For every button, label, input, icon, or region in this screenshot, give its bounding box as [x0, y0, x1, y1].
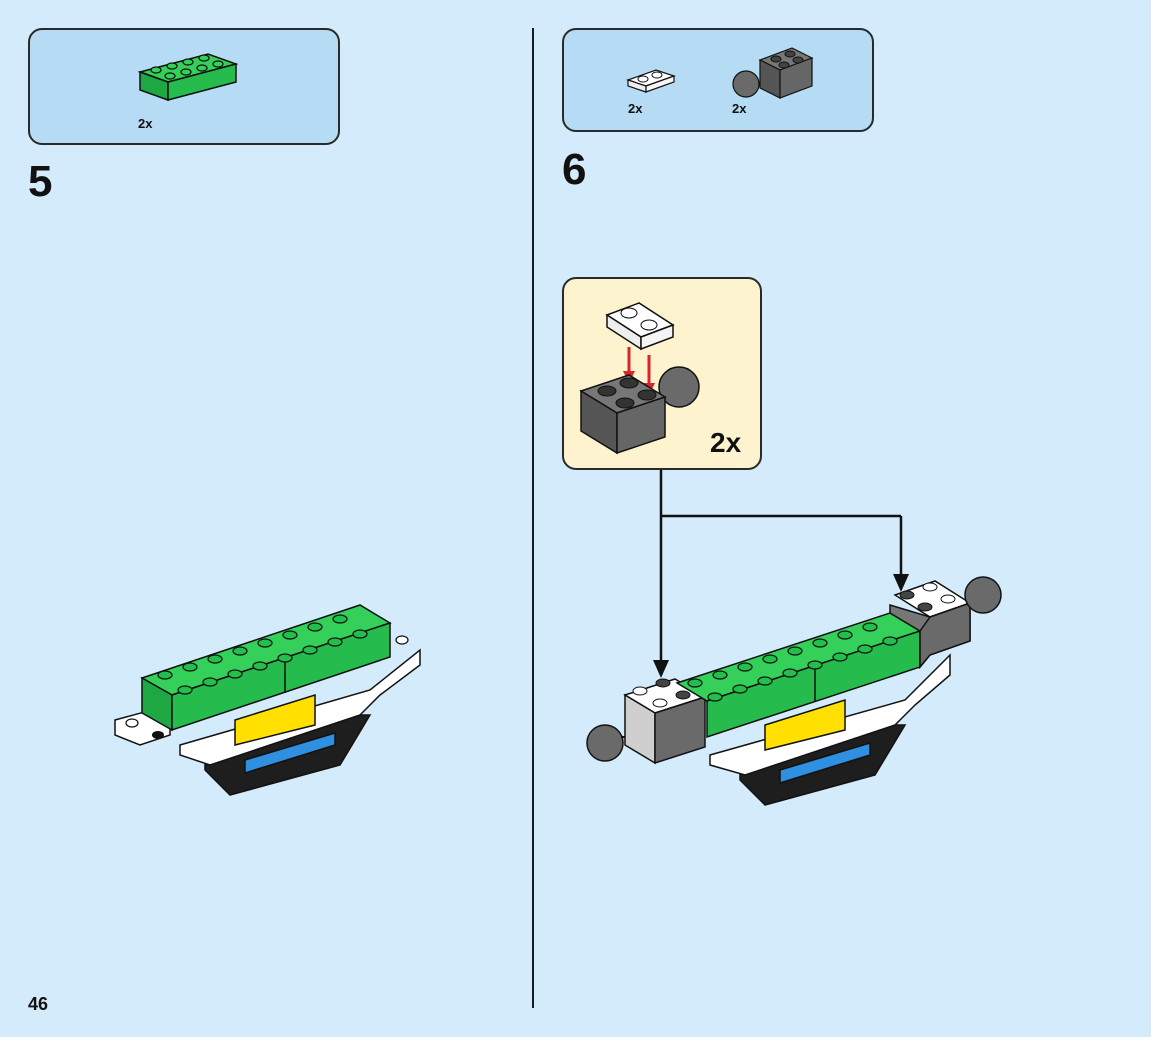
model-step-6 — [586, 576, 1002, 806]
white-plate-icon — [626, 69, 676, 93]
part-qty: 2x — [138, 116, 153, 131]
part-qty: 2x — [732, 101, 747, 116]
part-qty: 2x — [628, 101, 643, 116]
step-number-6: 6 — [562, 145, 587, 194]
subassembly-diagram — [579, 302, 700, 455]
step-number-5: 5 — [28, 157, 53, 206]
callout-connector-arrows — [653, 470, 909, 678]
subassembly-callout: 2x — [562, 277, 762, 470]
parts-box-step-6: 2x 2x — [562, 28, 874, 132]
page-number: 46 — [28, 994, 49, 1014]
subassembly-qty: 2x — [710, 427, 742, 458]
step-divider — [532, 28, 534, 1008]
model-step-5 — [114, 604, 421, 796]
green-brick-icon — [137, 53, 239, 102]
parts-box-step-5: 2x — [28, 28, 340, 145]
grey-ball-brick-icon — [732, 47, 814, 99]
